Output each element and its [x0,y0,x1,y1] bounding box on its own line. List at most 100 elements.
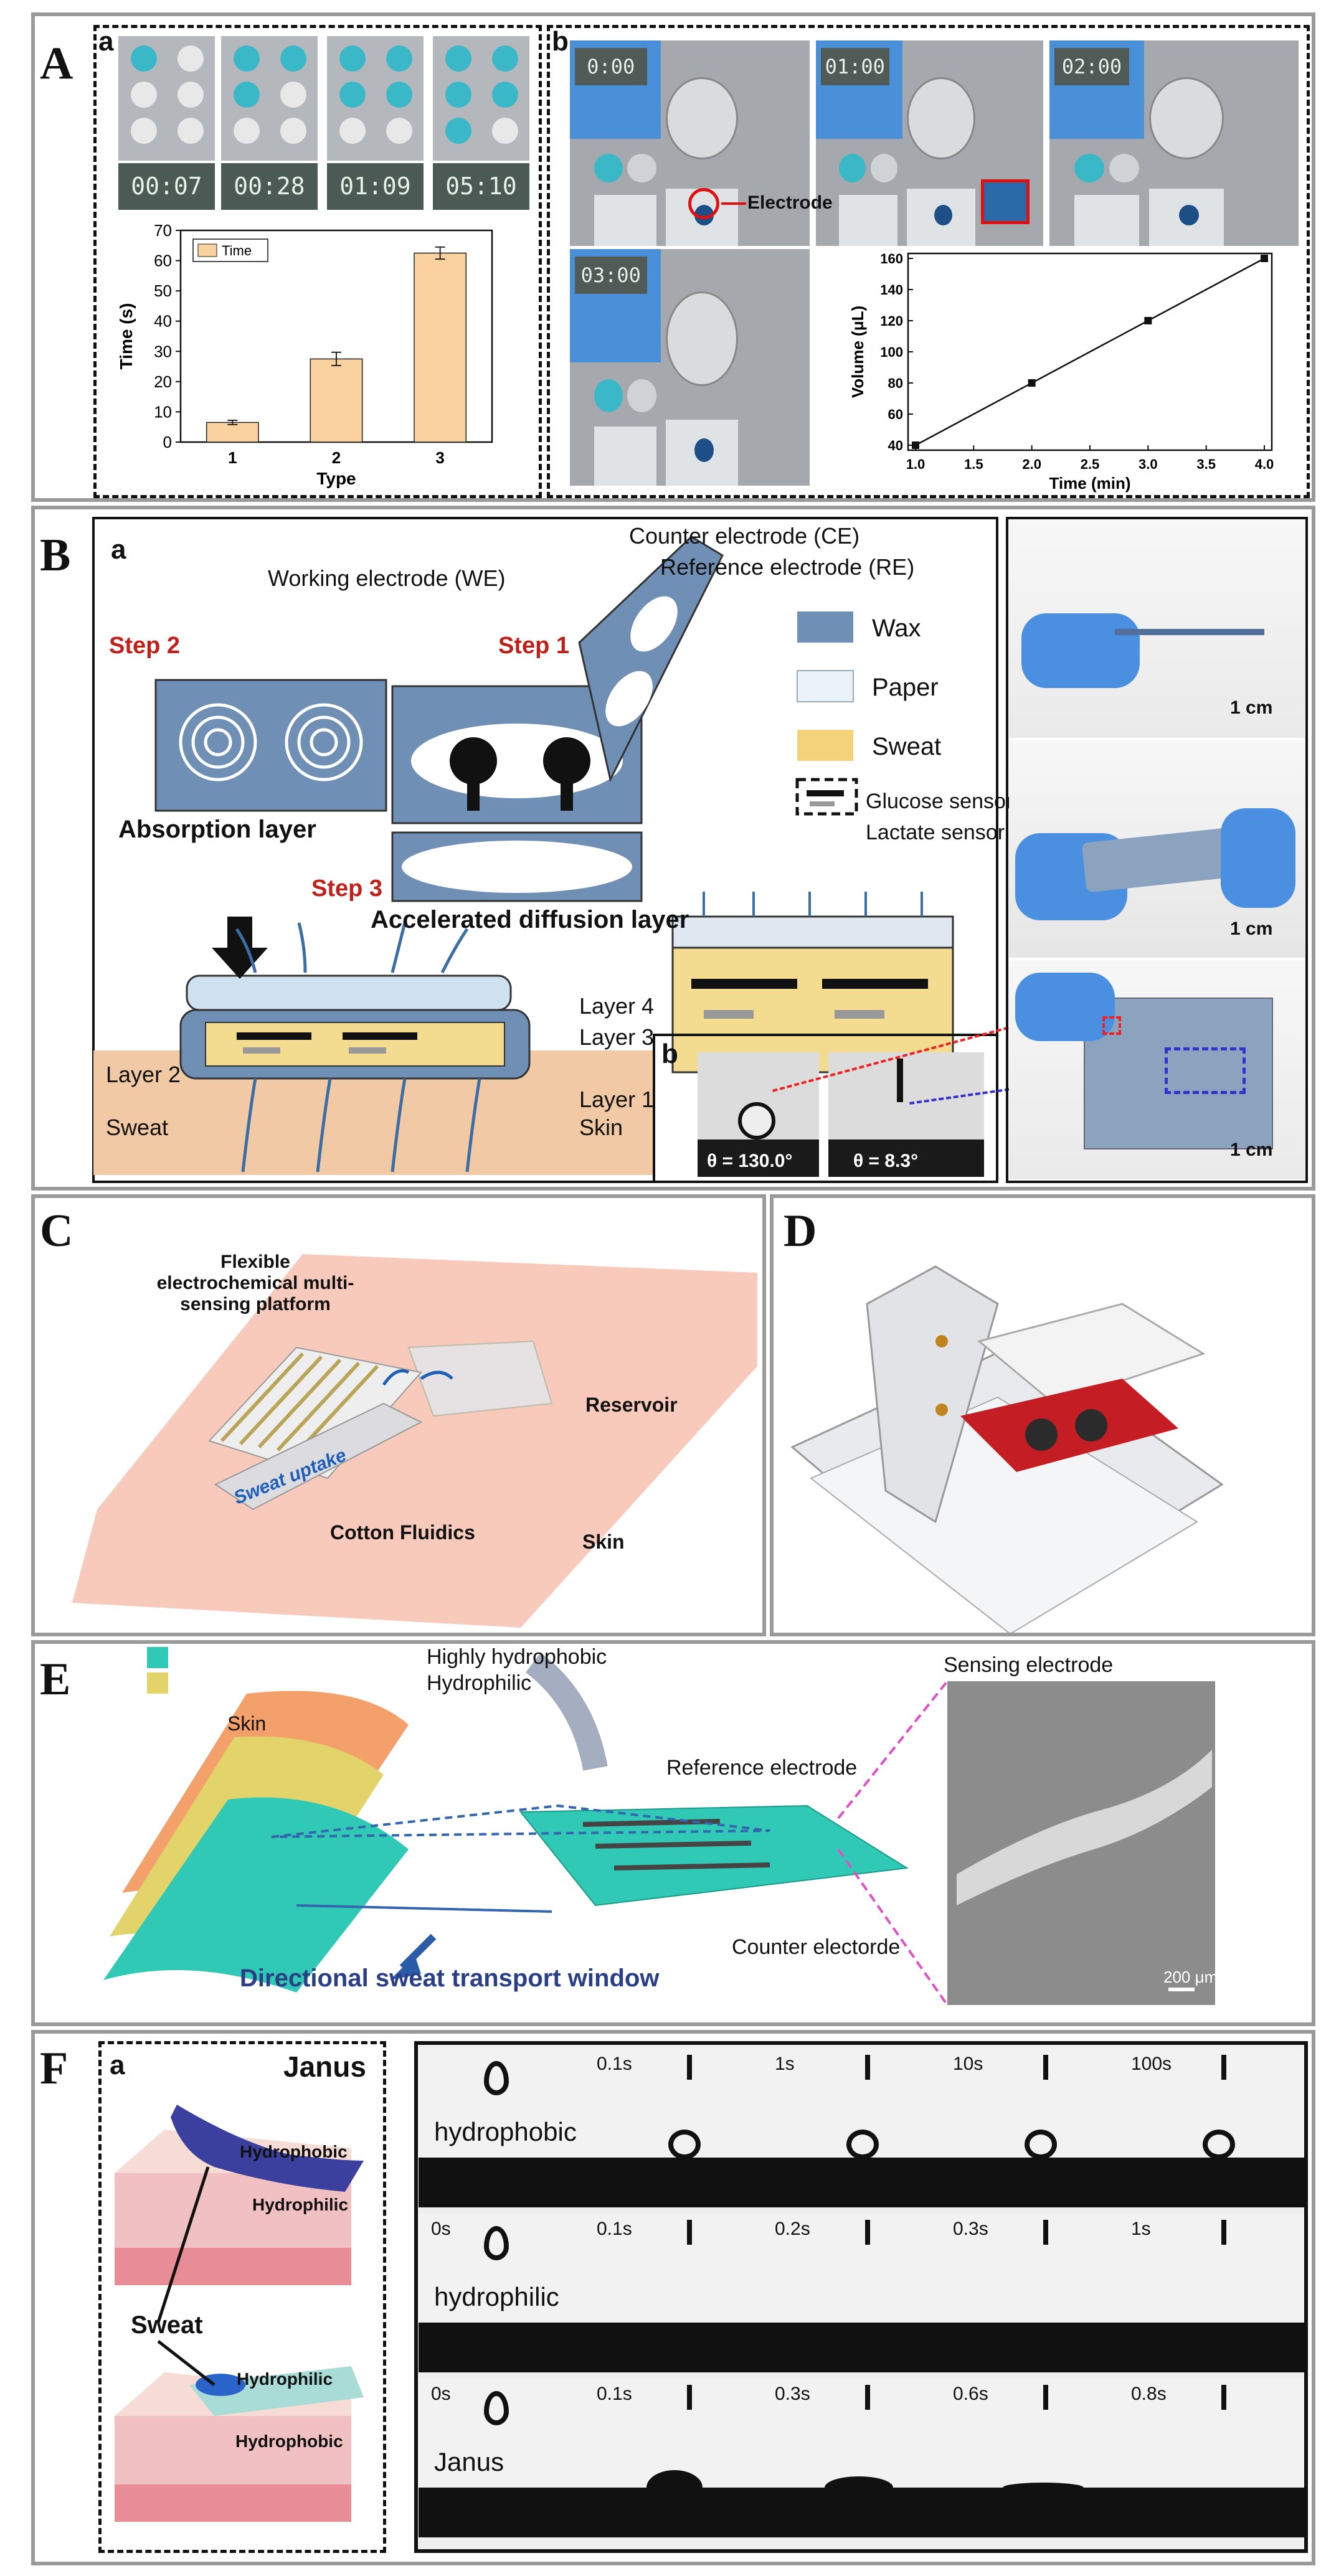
needle [1221,2385,1226,2410]
well [492,82,518,108]
well [280,118,306,144]
angle2-label: θ = 8.3° [853,1151,919,1171]
hydrophobic-bottom-label: Hydrophobic [235,2432,343,2451]
glucose-label: Glucose sensor [866,790,1013,813]
time-label: 0.2s [775,2219,810,2239]
electrode-zoom-box [981,179,1030,224]
absorption-layer-label: Absorption layer [118,816,316,843]
timer-display: 05:10 [433,163,529,210]
time-label: 0.3s [775,2384,810,2404]
paper-strip [594,427,656,486]
sweat-label-f: Sweat [131,2311,203,2339]
x-tick-label: 3 [435,448,444,467]
needle [687,2055,692,2080]
electrode-circle [688,188,719,219]
counter-electrode-label: Counter electrode (CE) [629,523,860,549]
x-tick-label: 4.0 [1255,456,1274,472]
legend-label: Time [222,243,252,258]
droplet-on-surface [846,2130,879,2159]
panel-b-b-letter: b [661,1039,678,1069]
timer-display: 02:00 [1054,48,1129,85]
panel-f-a-box [98,2041,386,2553]
well [280,45,306,72]
well [234,118,260,144]
type-photo [327,36,424,161]
sensor-strip-red [960,1379,1178,1472]
angle1-label: θ = 130.0° [707,1151,793,1171]
accelerated-layer-label: Accelerated diffusion layer [371,906,689,933]
timer-display: 0:00 [575,48,647,85]
x-tick-label: 2 [332,448,341,467]
y-tick-label: 80 [888,375,903,391]
sweat-flow-arrows [235,922,481,1172]
teal-dot [1109,153,1139,182]
well [386,118,412,144]
x-tick-label: 2.5 [1081,456,1100,472]
lactate-label: Lactate sensor [866,821,1005,844]
working-electrode-right [543,737,590,785]
wax-swatch [797,611,853,643]
hub-disc [907,77,975,160]
data-point [1261,255,1268,262]
sensor-exploded-diagram [93,535,954,1175]
well [234,45,260,72]
y-tick-label: 50 [154,281,172,300]
well [386,82,412,108]
sensor-legend-box [795,778,858,816]
device-photo-1 [1009,520,1305,738]
device-photo-2 [1009,740,1305,958]
panel-a-a-box [93,25,542,498]
working-electrode-left [450,737,497,785]
cotton-label: Cotton Fluidics [330,1521,475,1544]
well [339,118,366,144]
panel-b-b-box [653,1034,998,1183]
panel-d-letter: D [784,1205,817,1257]
needle-2 [897,1059,903,1102]
row-label: hydrophilic [434,2282,559,2311]
droplet-spreading [1003,2483,1084,2493]
y-axis-label: Time (s) [116,303,136,370]
electrode-dot [1179,205,1199,225]
droplet-start [484,2061,509,2095]
panel-f-a-letter: a [110,2050,125,2080]
well [234,82,260,108]
janus-schematic [115,2105,364,2522]
janus-textile-diagram [103,1647,1215,2006]
legend-swatch [197,243,217,257]
reservoir-label: Reservoir [585,1394,678,1416]
panel-a-b-box [547,25,1310,498]
time-label: 100s [1131,2054,1172,2074]
y-tick-label: 20 [154,372,172,391]
needle [865,2055,870,2080]
swirl-pattern-right [285,703,363,781]
hub-disc [1149,77,1224,160]
well [178,82,204,108]
droplet-start [484,2226,509,2260]
y-tick-label: 10 [154,402,172,421]
skin-label: Skin [579,1115,623,1140]
teal-dot [870,153,898,182]
cotton-strip [214,1402,423,1511]
paper-label: Paper [872,674,939,701]
sweat-legend-label: Sweat [872,733,942,760]
flow-photo: 03:00 [570,249,810,486]
flow-arrows [382,1369,453,1386]
y-tick-label: 120 [880,313,903,329]
working-electrode-label: Working electrode (WE) [268,565,506,591]
needle [687,2385,692,2410]
y-tick-label: 140 [880,282,903,298]
paper-strip [594,194,656,246]
needle [1043,2220,1048,2245]
teal-dot [627,153,656,182]
well [492,118,518,144]
hub-disc [666,77,738,160]
contact-angle-image-2 [828,1052,984,1177]
electrode-dot [934,205,952,225]
step1-label: Step 1 [498,633,570,659]
teal-dot [627,379,656,413]
x-tick-label: 1 [228,448,237,467]
panel-b-letter: B [40,530,71,581]
droplet-start [484,2391,509,2425]
type-photo [433,36,529,161]
